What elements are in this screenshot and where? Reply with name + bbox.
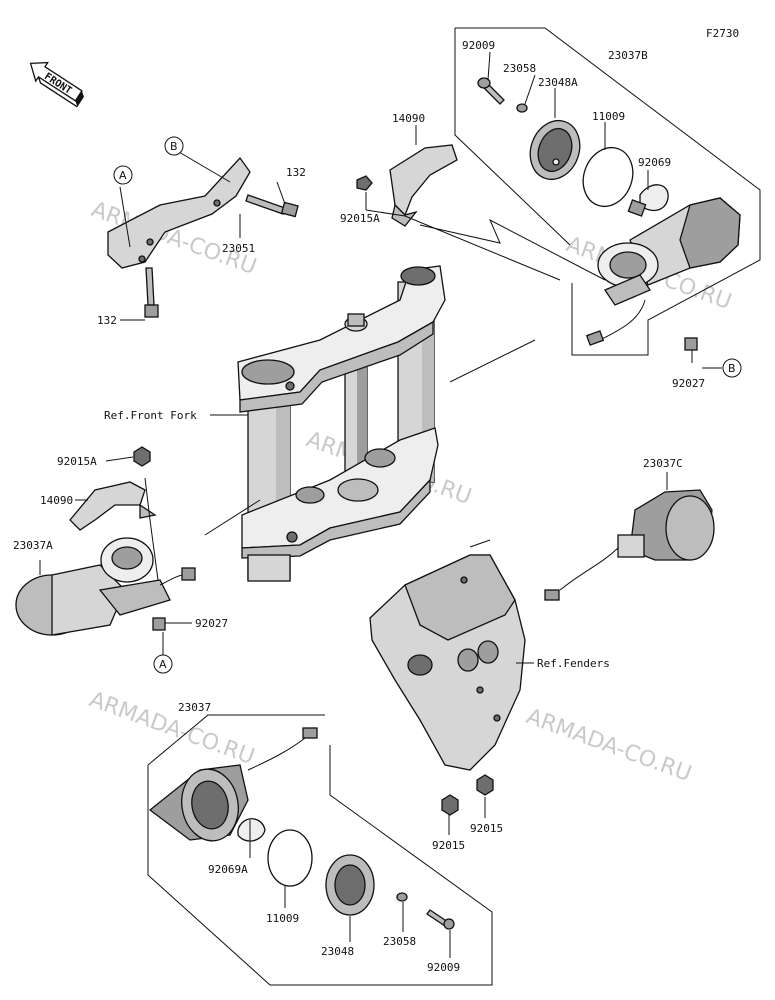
turn-signal-23037A <box>15 537 196 636</box>
label-132-bottom: 132 <box>97 314 117 327</box>
label-92015-a: 92015 <box>432 839 465 852</box>
washer-23058-bottom <box>396 892 408 902</box>
label-23051: 23051 <box>222 242 255 255</box>
label-92015-b: 92015 <box>470 822 503 835</box>
label-14090-top: 14090 <box>392 112 425 125</box>
label-132-top: 132 <box>286 166 306 179</box>
label-23058-top: 23058 <box>503 62 536 75</box>
lens-23048 <box>325 854 375 916</box>
label-23037A: 23037A <box>13 539 53 552</box>
turn-signal-23037B <box>585 197 741 346</box>
bulb-92069A <box>237 818 266 842</box>
label-92009-top: 92009 <box>462 39 495 52</box>
svg-text:A: A <box>119 169 127 182</box>
label-ref-front-fork: Ref.Front Fork <box>104 409 197 422</box>
label-23037: 23037 <box>178 701 211 714</box>
callout-a-left: A <box>153 654 173 674</box>
washer-23058-top <box>516 103 528 113</box>
bolt-132-lower <box>144 267 159 318</box>
callout-b-right: B <box>722 358 742 378</box>
group-outline-23037B <box>454 27 761 356</box>
svg-text:A: A <box>159 658 167 671</box>
watermark-4: ARMADA-CO.RU <box>86 687 258 770</box>
front-fork-assembly <box>237 265 446 582</box>
bulb-92069 <box>627 184 669 217</box>
part-labels: 92009 23058 23048A 23037B 11009 92069 14… <box>13 39 705 974</box>
clamp-cover-14090-left <box>69 481 157 531</box>
screw-92009-top <box>477 77 505 105</box>
label-92027-top: 92027 <box>672 377 705 390</box>
bolt-132-upper <box>245 194 299 218</box>
cap-92027-top <box>684 337 698 351</box>
front-arrow-icon: FRONT <box>29 61 84 108</box>
bracket-23051 <box>107 156 251 269</box>
label-23048A: 23048A <box>538 76 578 89</box>
cap-92027-left <box>152 617 166 631</box>
label-ref-fenders: Ref.Fenders <box>537 657 610 670</box>
screw-92009-bottom <box>426 909 455 930</box>
turn-signal-23037 <box>148 727 318 842</box>
label-92069A: 92069A <box>208 863 248 876</box>
label-92015A-top: 92015A <box>340 212 380 225</box>
label-92069: 92069 <box>638 156 671 169</box>
label-23037C: 23037C <box>643 457 683 470</box>
callout-b-top: B <box>164 136 184 156</box>
turn-signal-23037C <box>544 489 715 601</box>
label-92015A-left: 92015A <box>57 455 97 468</box>
figure-code: F2730 <box>706 27 739 40</box>
label-92009-bottom: 92009 <box>427 961 460 974</box>
nut-92015-a <box>441 794 459 816</box>
leader-lines <box>39 51 722 958</box>
svg-text:B: B <box>170 140 178 153</box>
label-11009-top: 11009 <box>592 110 625 123</box>
nut-92015-b <box>476 774 494 796</box>
label-11009-bottom: 11009 <box>266 912 299 925</box>
gasket-11009-top <box>582 146 634 208</box>
label-23037B: 23037B <box>608 49 648 62</box>
label-23058-bottom: 23058 <box>383 935 416 948</box>
svg-text:B: B <box>728 362 736 375</box>
label-14090-left: 14090 <box>40 494 73 507</box>
fender-bracket <box>369 554 526 771</box>
gasket-11009-bottom <box>267 829 313 887</box>
group-outline-23037 <box>147 714 493 986</box>
label-92027-left: 92027 <box>195 617 228 630</box>
label-23048: 23048 <box>321 945 354 958</box>
callout-a-top: A <box>113 165 133 185</box>
nut-92015A-left <box>133 446 151 467</box>
lens-23048A <box>529 119 581 181</box>
watermark-5: ARMADA-CO.RU <box>523 704 695 787</box>
